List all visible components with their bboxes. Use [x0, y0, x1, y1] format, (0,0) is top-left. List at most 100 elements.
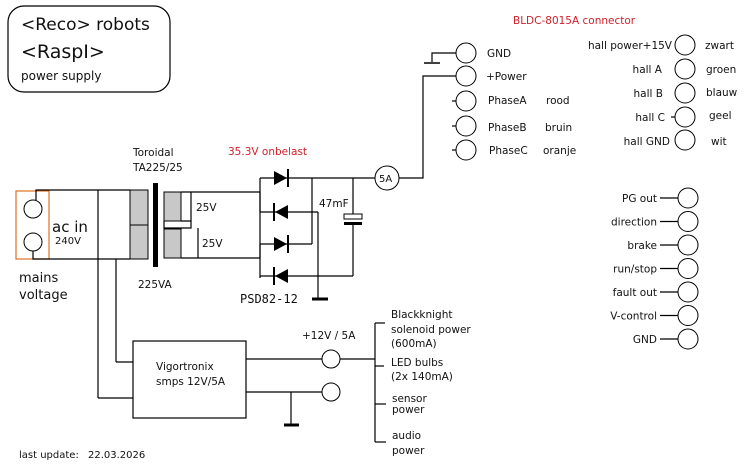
terminal-gnd[interactable]	[455, 42, 477, 64]
terminal-hall-power[interactable]	[674, 34, 696, 56]
load-label: (600mA)	[391, 338, 437, 350]
terminal-brake[interactable]	[677, 234, 699, 256]
terminal-label: GND	[487, 48, 511, 60]
terminal-hall-gnd[interactable]	[674, 129, 696, 151]
terminal-label: +Power	[486, 71, 527, 83]
terminal-power[interactable]	[455, 65, 477, 87]
load-item: sensor power	[392, 393, 427, 416]
hall-terminal[interactable]: hall GND wit	[624, 129, 727, 151]
title-box: <Reco> robots <RaspI> power supply	[7, 5, 171, 93]
terminal-label: hall B	[634, 88, 663, 100]
transformer-rating: 225VA	[138, 279, 173, 291]
terminal-pg-out[interactable]	[677, 187, 699, 209]
wire-color-label: groen	[706, 64, 736, 76]
hall-terminal[interactable]: hall power+15V zwart	[588, 34, 734, 56]
terminal-label: PhaseB	[488, 122, 527, 134]
control-terminals: PG out direction brake run/stop fault outV-c…	[610, 187, 699, 350]
control-terminal[interactable]: PG out	[622, 187, 699, 209]
rectifier-part-number: PSD82-12	[240, 292, 298, 306]
transformer: Toroidal TA225/25 225VA 25V 25V	[129, 147, 260, 291]
smps-label-2: smps 12V/5A	[156, 376, 226, 388]
primary-winding-lower	[129, 224, 149, 260]
load-item: audio power	[392, 430, 425, 457]
capacitor-plate-negative	[344, 222, 362, 225]
wire	[32, 251, 130, 260]
power-terminal[interactable]: PhaseA rood	[452, 90, 570, 112]
diode-1	[274, 171, 287, 185]
transformer-core	[153, 183, 158, 267]
smps-output-positive[interactable]	[321, 349, 341, 369]
hall-terminal[interactable]: hall A groen	[633, 58, 737, 80]
last-update-label: last update:	[19, 450, 79, 461]
control-terminal[interactable]: V-control	[610, 305, 699, 326]
title-line-1: <Reco> robots	[21, 15, 150, 35]
power-terminal[interactable]: +Power	[455, 65, 527, 87]
load-label: (2x 140mA)	[391, 371, 453, 383]
title-line-2: <RaspI>	[21, 41, 105, 63]
control-terminal[interactable]: brake	[627, 234, 699, 256]
smps-output-label: +12V / 5A	[302, 330, 356, 342]
terminal-phase-c[interactable]	[455, 139, 477, 161]
control-terminal[interactable]: direction	[611, 211, 699, 232]
last-update-date: 22.03.2026	[88, 450, 145, 461]
wire	[399, 75, 456, 179]
terminal-label: hall power+15V	[588, 40, 673, 52]
wire-color-label: oranje	[543, 145, 576, 157]
hall-terminal[interactable]: hall B blauw	[634, 82, 738, 104]
capacitor-value: 47mF	[319, 198, 349, 210]
load-label: power	[392, 445, 425, 457]
hall-terminal[interactable]: hall C geel	[635, 106, 732, 128]
terminal-label: PhaseA	[488, 95, 527, 107]
transformer-label-2: TA225/25	[132, 162, 183, 174]
wire-color-label: blauw	[706, 87, 738, 99]
wire	[181, 192, 192, 222]
terminal-label: PhaseC	[489, 145, 528, 157]
control-terminal[interactable]: fault out	[613, 281, 699, 303]
terminal-label: fault out	[613, 287, 657, 299]
terminal-fault-out[interactable]	[677, 281, 699, 303]
loads: Blackknight solenoid power (600mA) LED b…	[374, 309, 471, 457]
primary-winding-upper	[129, 189, 149, 226]
capacitor: 47mF	[319, 178, 363, 276]
load-label: sensor	[392, 393, 427, 405]
terminal-label: V-control	[610, 311, 657, 323]
wire-color-label: zwart	[705, 40, 734, 52]
load-label: audio	[392, 430, 421, 442]
mains-caption-2: voltage	[19, 288, 68, 303]
diode-4	[275, 269, 288, 283]
title-box-frame	[7, 5, 171, 93]
mains-terminal-2[interactable]	[23, 232, 43, 252]
terminal-hall-c[interactable]	[674, 106, 696, 128]
mains-input: ac in 240V mains voltage	[15, 190, 88, 303]
load-label: Blackknight	[391, 309, 453, 321]
bridge-rectifier: 35.3V onbelast PSD82-12	[228, 146, 375, 306]
terminal-label: PG out	[622, 193, 657, 205]
terminal-hall-a[interactable]	[674, 58, 696, 80]
fuse: 5A	[374, 75, 456, 191]
mains-terminal-1[interactable]	[23, 199, 43, 219]
terminal-gnd[interactable]	[677, 328, 699, 350]
load-item: LED bulbs (2x 140mA)	[391, 357, 453, 383]
terminal-label: brake	[627, 240, 657, 252]
terminal-phase-b[interactable]	[455, 115, 477, 137]
wire-color-label: geel	[709, 110, 732, 122]
terminal-label: direction	[611, 217, 657, 229]
title-line-3: power supply	[21, 69, 101, 83]
power-terminal[interactable]: PhaseC oranje	[452, 139, 576, 161]
wire-color-label: bruin	[545, 122, 572, 134]
control-terminal[interactable]: GND	[633, 328, 699, 350]
terminal-direction[interactable]	[677, 211, 699, 232]
power-terminal[interactable]: GND	[455, 42, 511, 64]
smps-box	[132, 340, 247, 419]
terminal-run-stop[interactable]	[677, 258, 699, 279]
control-terminal[interactable]: run/stop	[613, 258, 699, 279]
smps: Vigortronix smps 12V/5A +12V / 5A	[132, 330, 375, 427]
terminal-hall-b[interactable]	[674, 82, 696, 104]
smps-output-negative[interactable]	[321, 382, 341, 402]
terminal-v-control[interactable]	[677, 305, 699, 326]
footer: last update: 22.03.2026	[19, 450, 145, 461]
wire	[35, 189, 130, 200]
terminal-phase-a[interactable]	[455, 90, 477, 112]
terminal-label: GND	[633, 334, 657, 346]
power-terminal[interactable]: PhaseB bruin	[452, 115, 572, 137]
